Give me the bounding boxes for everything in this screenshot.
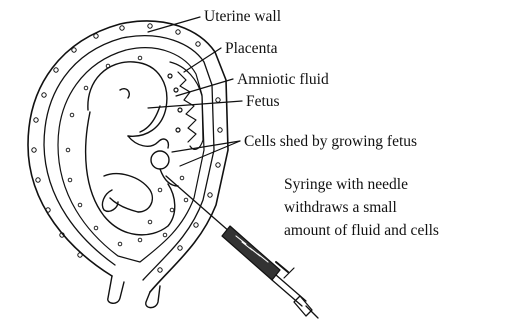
syringe-caption-line-2: withdraws a small: [284, 196, 439, 219]
label-placenta: Placenta: [225, 40, 278, 58]
leader-cells-2: [180, 141, 240, 166]
amniotic-fluid-dots: [66, 56, 188, 246]
label-amniotic-fluid: Amniotic fluid: [237, 71, 329, 89]
label-uterine-wall: Uterine wall: [204, 8, 281, 26]
label-cells-shed: Cells shed by growing fetus: [244, 133, 417, 151]
leader-cells-1: [172, 141, 240, 152]
leader-fetus: [148, 101, 242, 108]
amniotic-sac-shape: [58, 48, 204, 262]
label-fetus: Fetus: [246, 93, 280, 111]
leader-placenta: [184, 48, 221, 72]
fetus-shape: [86, 62, 178, 235]
syringe-caption-line-3: amount of fluid and cells: [284, 219, 439, 242]
leader-uterine-wall: [148, 17, 200, 32]
syringe-caption-line-1: Syringe with needle: [284, 173, 439, 196]
syringe-caption: Syringe with needle withdraws a small am…: [284, 173, 439, 242]
uterine-wall-shape: [28, 21, 228, 308]
